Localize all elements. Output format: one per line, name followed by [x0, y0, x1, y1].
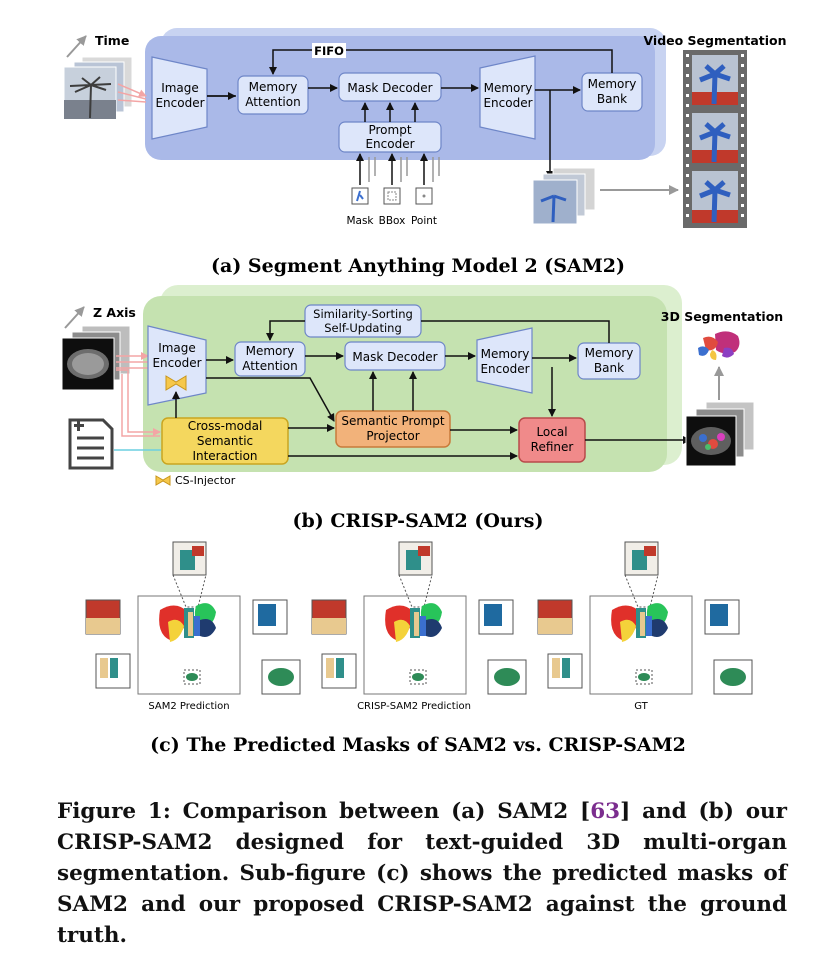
semantic-prompt-label-2: Projector: [366, 429, 419, 443]
ct-input-arrows: [116, 352, 161, 437]
figure-caption-suffix: ] and (b) our CRISP-SAM2 designed for te…: [57, 799, 788, 948]
prompt-encoder-label-1: Prompt: [368, 123, 411, 137]
panel-a: Time Image Encoder Memory Attention Mask…: [63, 28, 787, 277]
memory-attention-label-2: Attention: [245, 95, 300, 109]
cs-injector-legend-label: CS-Injector: [175, 474, 236, 487]
panel-b-arrows: [172, 320, 691, 460]
sam2-prediction-label: SAM2 Prediction: [148, 701, 229, 712]
panel-c: SAM2 Prediction CR: [85, 541, 753, 756]
crisp-memory-bank-label-1: Memory: [585, 346, 634, 360]
panel-b: Z Axis Image Enc: [61, 285, 783, 532]
crisp-image-encoder-block: [147, 325, 207, 406]
image-encoder-label-2: Encoder: [155, 96, 204, 110]
crisp-memory-attention-block: [234, 341, 306, 377]
fifo-label-bg: [312, 43, 346, 58]
similarity-sorting-label-1: Similarity-Sorting: [313, 307, 413, 321]
citation-link[interactable]: 63: [590, 799, 621, 824]
input-arrows: [117, 83, 147, 103]
ct-slice-stack: [61, 325, 131, 391]
mask-prompt-glyph: [356, 190, 364, 202]
crisp-image-encoder-label-1: Image: [158, 341, 196, 355]
prompt-mask-label: Mask: [346, 215, 374, 227]
cs-injector-icon: [165, 375, 187, 391]
cross-modal-label-3: Interaction: [192, 449, 257, 463]
gt-label: GT: [634, 701, 648, 712]
cross-modal-label-1: Cross-modal: [188, 419, 263, 433]
prompt-gray-lines: [368, 157, 440, 182]
mask-decoder-label: Mask Decoder: [347, 81, 432, 95]
cs-injector-legend-icon: [155, 475, 171, 486]
crisp-memory-encoder-label-2: Encoder: [480, 362, 529, 376]
crisp-prediction-label: CRISP-SAM2 Prediction: [357, 701, 471, 712]
time-label: Time: [95, 33, 129, 48]
memory-attention-block: [237, 75, 309, 115]
crisp-mask-decoder-label: Mask Decoder: [352, 350, 437, 364]
crisp-memory-encoder-label-1: Memory: [481, 347, 530, 361]
3d-organ-render: [698, 331, 740, 360]
prompt-point-label: Point: [411, 215, 437, 227]
video-seg-frame-3: [692, 171, 738, 223]
memory-encoder-block: [479, 55, 536, 140]
crisp-memory-encoder-block: [476, 327, 533, 394]
figure-caption-prefix: Figure 1: Comparison between (a) SAM2 [: [57, 799, 591, 824]
mask-decoder-block: [338, 72, 442, 102]
semantic-prompt-block: [335, 410, 451, 448]
prompt-bbox-label: BBox: [379, 215, 406, 227]
memory-encoder-label-2: Encoder: [483, 96, 532, 110]
similarity-sorting-label-2: Self-Updating: [324, 321, 402, 335]
memory-encoder-label-1: Memory: [484, 81, 533, 95]
input-video-frames: [63, 56, 133, 120]
text-document-icon: [68, 418, 114, 470]
sam2-prediction-group: SAM2 Prediction: [85, 541, 301, 712]
caption-a: (a) Segment Anything Model 2 (SAM2): [211, 255, 625, 277]
crisp-memory-attention-label-1: Memory: [246, 344, 295, 358]
video-segmentation-label: Video Segmentation: [643, 33, 786, 48]
panel-a-arrows: [207, 49, 613, 185]
prompt-encoder-label-2: Encoder: [365, 137, 414, 151]
time-arrow-icon: [66, 35, 87, 58]
memory-bank-label-2: Bank: [597, 92, 627, 106]
cross-modal-block: [161, 417, 289, 465]
local-refiner-label-1: Local: [536, 425, 567, 439]
gt-group: GT: [537, 541, 753, 712]
crisp-image-encoder-label-2: Encoder: [152, 356, 201, 370]
memory-attention-label-1: Memory: [249, 80, 298, 94]
output-frames: [532, 167, 596, 225]
memory-bank-label-1: Memory: [588, 77, 637, 91]
caption-c: (c) The Predicted Masks of SAM2 vs. CRIS…: [150, 734, 686, 756]
bbox-prompt-icon: [383, 187, 401, 205]
z-axis-label: Z Axis: [93, 305, 136, 320]
local-refiner-label-2: Refiner: [531, 440, 574, 454]
cross-modal-label-2: Semantic: [197, 434, 253, 448]
video-seg-frame-1: [692, 55, 738, 105]
crisp-memory-bank-label-2: Bank: [594, 361, 624, 375]
film-strip: [683, 50, 747, 228]
output-ct-stack: [685, 401, 755, 467]
crisp-memory-attention-label-2: Attention: [242, 359, 297, 373]
fifo-label: FIFO: [314, 44, 344, 58]
figure-caption: Figure 1: Comparison between (a) SAM2 [6…: [57, 796, 787, 951]
3d-segmentation-label: 3D Segmentation: [661, 309, 783, 324]
image-encoder-label-1: Image: [161, 81, 199, 95]
image-encoder-block: [151, 56, 208, 140]
semantic-prompt-label-1: Semantic Prompt: [341, 414, 444, 428]
z-axis-arrow-icon: [64, 306, 85, 329]
video-seg-frame-2: [692, 113, 738, 163]
crisp-prediction-group: CRISP-SAM2 Prediction: [311, 541, 527, 712]
caption-b: (b) CRISP-SAM2 (Ours): [293, 510, 544, 532]
